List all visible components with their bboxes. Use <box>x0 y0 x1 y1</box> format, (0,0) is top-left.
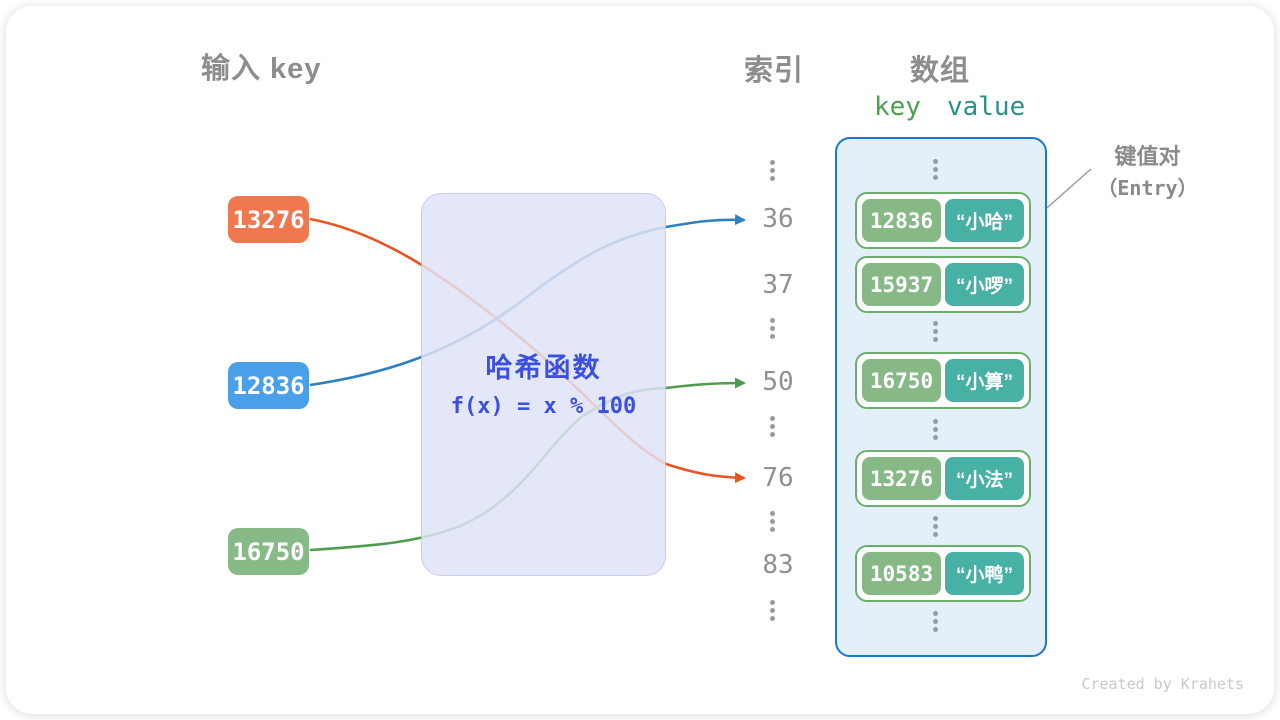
entry-value: “小啰” <box>945 263 1024 306</box>
index-36: 36 <box>762 204 794 234</box>
entry-10583: 10583 “小鸭” <box>855 545 1031 602</box>
entry-annotation: 键值对 （Entry） <box>1080 142 1215 204</box>
entry-value: “小鸭” <box>945 552 1024 595</box>
entry-value: “小算” <box>945 359 1024 402</box>
entry-16750: 16750 “小算” <box>855 352 1031 409</box>
input-key-12836: 12836 <box>228 362 309 409</box>
array-ellipsis <box>933 419 938 440</box>
index-ellipsis <box>770 600 775 621</box>
annotation-label-en: （Entry） <box>1097 176 1198 200</box>
header-input-key: 输入 key <box>201 53 322 85</box>
entry-key: 16750 <box>862 359 941 402</box>
header-index: 索引 <box>744 55 805 87</box>
entry-13276: 13276 “小法” <box>855 450 1031 507</box>
key-value-column-header: key value <box>874 92 1025 122</box>
index-ellipsis <box>770 160 775 181</box>
hash-function-formula: f(x) = x % 100 <box>450 394 637 419</box>
hash-function-title: 哈希函数 <box>485 353 602 383</box>
index-ellipsis <box>770 318 775 339</box>
entry-key: 12836 <box>862 199 941 242</box>
value-column-label: value <box>946 92 1026 122</box>
entry-key: 13276 <box>862 457 941 500</box>
array-ellipsis <box>933 159 938 180</box>
array-ellipsis <box>933 321 938 342</box>
index-37: 37 <box>762 270 794 300</box>
entry-value: “小法” <box>945 457 1024 500</box>
array-ellipsis <box>933 611 938 632</box>
entry-key: 10583 <box>862 552 941 595</box>
entry-value: “小哈” <box>945 199 1024 242</box>
credit-text: Created by Krahets <box>1081 675 1244 693</box>
index-50: 50 <box>762 367 794 397</box>
entry-12836: 12836 “小哈” <box>855 192 1031 249</box>
input-key-16750: 16750 <box>228 528 309 575</box>
index-ellipsis <box>770 416 775 437</box>
index-83: 83 <box>762 550 794 580</box>
index-76: 76 <box>762 463 794 493</box>
index-ellipsis <box>770 511 775 532</box>
array-ellipsis <box>933 516 938 537</box>
entry-15937: 15937 “小啰” <box>855 256 1031 313</box>
key-column-label: key <box>874 92 921 122</box>
input-key-13276: 13276 <box>228 196 309 243</box>
entry-key: 15937 <box>862 263 941 306</box>
annotation-label-cn: 键值对 <box>1114 144 1181 169</box>
header-array: 数组 <box>910 55 971 87</box>
